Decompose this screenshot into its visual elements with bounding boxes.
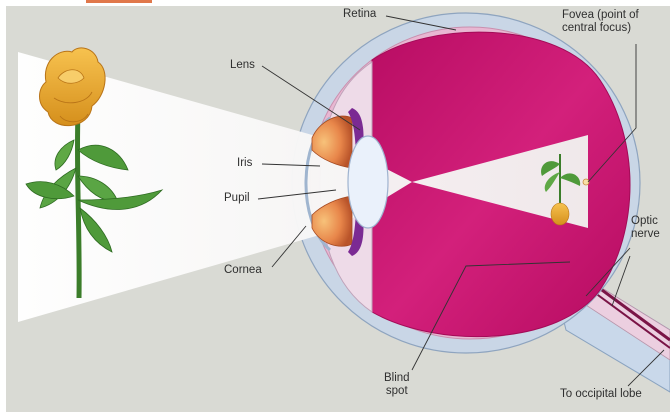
fovea-label: Fovea (point of central focus) [562, 9, 639, 35]
iris-label: Iris [237, 157, 252, 170]
cornea-label: Cornea [224, 264, 262, 277]
occipital-label: To occipital lobe [560, 388, 642, 401]
lens [348, 136, 388, 228]
retina-label: Retina [343, 8, 376, 21]
optic-nerve-label: Optic nerve [631, 215, 660, 241]
pupil-label: Pupil [224, 192, 250, 205]
blind-spot-label: Blind spot [384, 372, 410, 398]
lens-label: Lens [230, 59, 255, 72]
